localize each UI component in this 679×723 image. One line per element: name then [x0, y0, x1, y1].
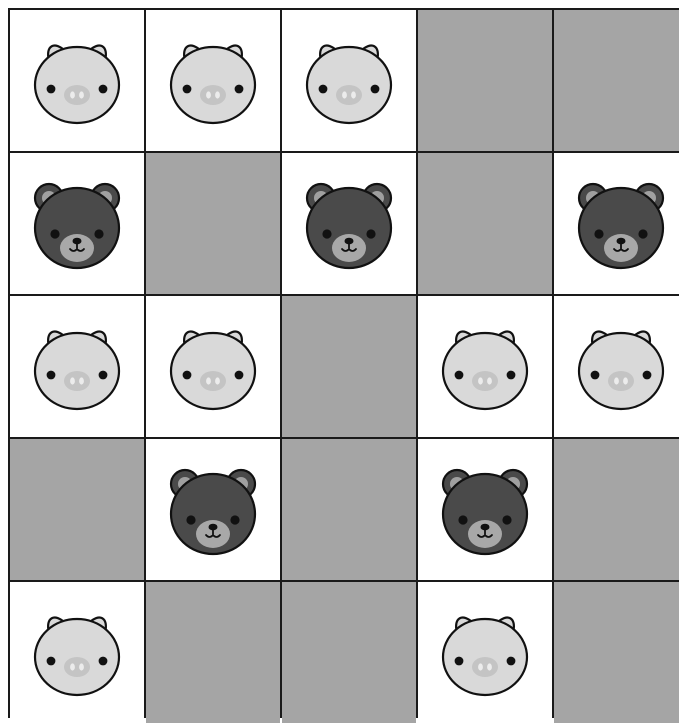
board-cell-r2-c2[interactable] — [146, 153, 280, 294]
board-cell-r2-c3[interactable] — [282, 153, 416, 294]
game-board — [8, 8, 679, 718]
board-cell-r4-c2[interactable] — [146, 439, 280, 580]
board-cell-r1-c2[interactable] — [146, 10, 280, 151]
pig-face-icon — [301, 33, 397, 129]
board-cell-r5-c5[interactable] — [554, 582, 679, 723]
pig-face-icon — [29, 605, 125, 701]
pig-face-icon — [165, 33, 261, 129]
pig-face-icon — [29, 33, 125, 129]
pig-face-icon — [437, 319, 533, 415]
board-cell-r1-c1[interactable] — [10, 10, 144, 151]
bear-face-icon — [29, 176, 125, 272]
board-cell-r2-c5[interactable] — [554, 153, 679, 294]
board-cell-r1-c3[interactable] — [282, 10, 416, 151]
bear-face-icon — [573, 176, 669, 272]
pig-face-icon — [165, 319, 261, 415]
board-cell-r5-c1[interactable] — [10, 582, 144, 723]
board-cell-r2-c4[interactable] — [418, 153, 552, 294]
board-cell-r2-c1[interactable] — [10, 153, 144, 294]
pig-face-icon — [573, 319, 669, 415]
board-cell-r5-c2[interactable] — [146, 582, 280, 723]
bear-face-icon — [165, 462, 261, 558]
board-cell-r5-c4[interactable] — [418, 582, 552, 723]
board-cell-r3-c5[interactable] — [554, 296, 679, 437]
pig-face-icon — [437, 605, 533, 701]
pig-face-icon — [29, 319, 125, 415]
board-cell-r1-c5[interactable] — [554, 10, 679, 151]
bear-face-icon — [301, 176, 397, 272]
board-cell-r3-c2[interactable] — [146, 296, 280, 437]
board-cell-r4-c1[interactable] — [10, 439, 144, 580]
board-cell-r3-c1[interactable] — [10, 296, 144, 437]
board-cell-r1-c4[interactable] — [418, 10, 552, 151]
board-cell-r4-c5[interactable] — [554, 439, 679, 580]
board-cell-r4-c3[interactable] — [282, 439, 416, 580]
board-cell-r3-c3[interactable] — [282, 296, 416, 437]
bear-face-icon — [437, 462, 533, 558]
board-cell-r3-c4[interactable] — [418, 296, 552, 437]
board-cell-r4-c4[interactable] — [418, 439, 552, 580]
board-cell-r5-c3[interactable] — [282, 582, 416, 723]
